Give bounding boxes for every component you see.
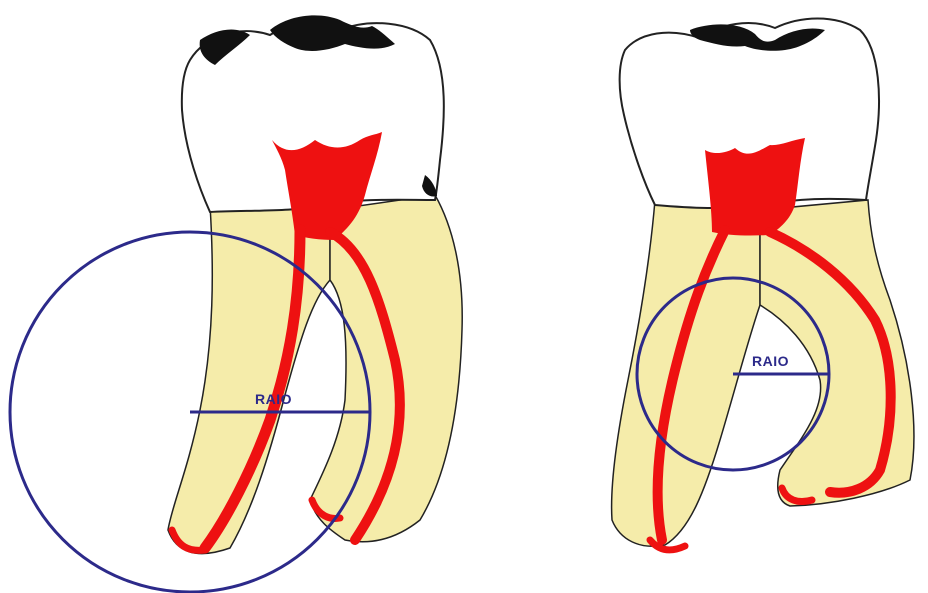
left-radius-label: RAIO (255, 391, 292, 407)
left-tooth-mesial-root (168, 205, 330, 554)
right-radius-label: RAIO (752, 353, 789, 369)
